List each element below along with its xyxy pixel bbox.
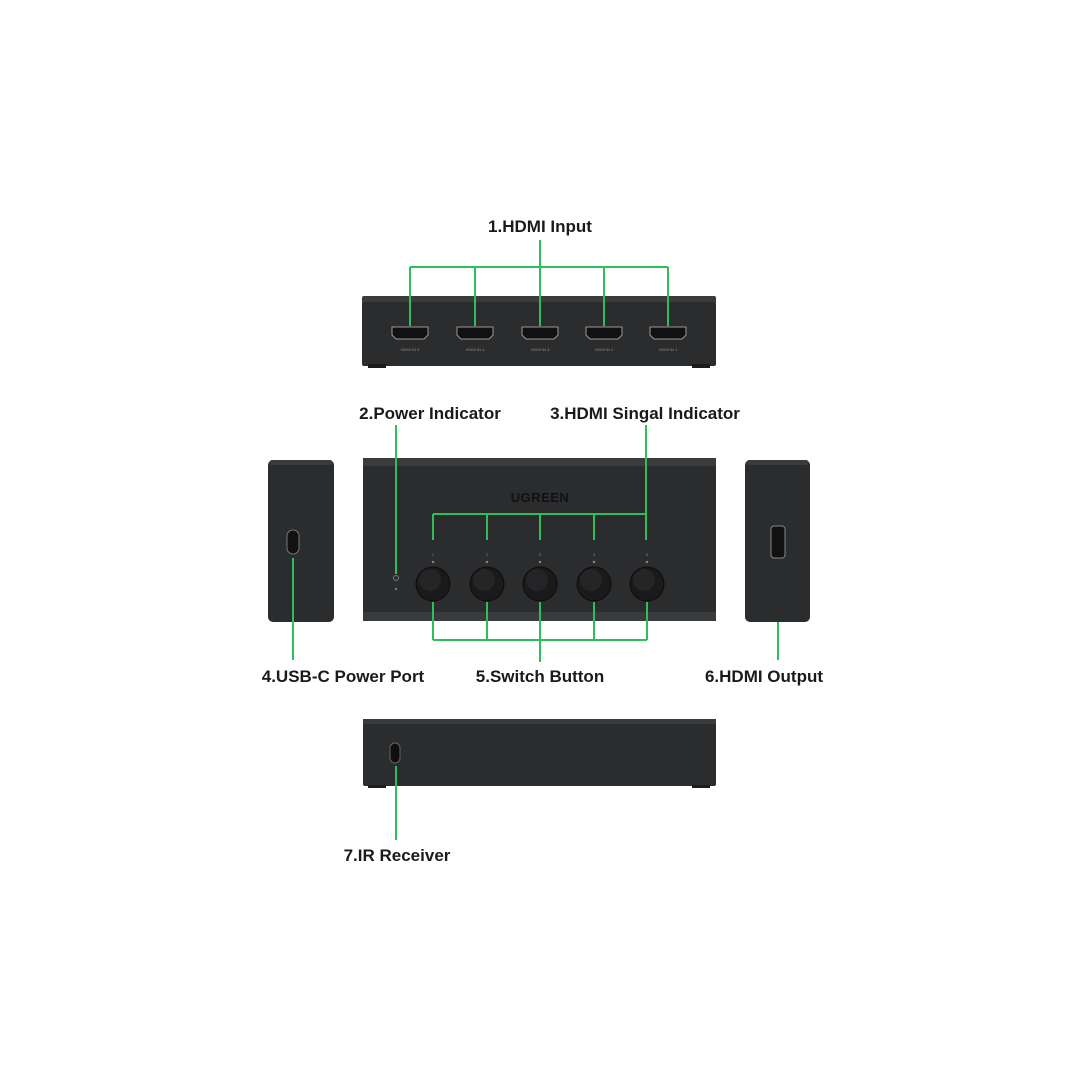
switch-button[interactable]: 3 <box>522 552 558 602</box>
hdmi-input-port: HDMI IN 2 <box>585 326 623 352</box>
signal-led-icon <box>592 560 596 564</box>
button-number: 4 <box>593 552 596 557</box>
hdmi-port-icon <box>456 326 494 340</box>
label-usbc-power: 4.USB-C Power Port <box>262 667 425 686</box>
hdmi-port-icon <box>521 326 559 340</box>
hdmi-input-port: HDMI IN 5 <box>391 326 429 352</box>
label-ir-receiver: 7.IR Receiver <box>344 846 451 865</box>
hdmi-input-port: HDMI IN 1 <box>649 326 687 352</box>
switch-button[interactable]: 4 <box>576 552 612 602</box>
hdmi-port-icon <box>649 326 687 340</box>
device-left-view <box>268 460 334 622</box>
usb-c-port-icon <box>286 529 300 555</box>
signal-led-icon <box>538 560 542 564</box>
label-signal-indicator: 3.HDMI Singal Indicator <box>550 404 740 423</box>
switch-button[interactable]: 2 <box>469 552 505 602</box>
label-hdmi-input: 1.HDMI Input <box>488 217 592 236</box>
label-hdmi-output: 6.HDMI Output <box>705 667 823 686</box>
callout-hdmi-input <box>409 240 669 326</box>
switch-button[interactable]: 1 <box>415 552 451 602</box>
button-number: 3 <box>539 552 542 557</box>
switch-button[interactable]: 5 <box>629 552 665 602</box>
hdmi-output-port-icon <box>770 525 786 559</box>
port-label: HDMI IN 5 <box>401 347 420 352</box>
signal-led-icon <box>431 560 435 564</box>
ir-receiver-icon <box>389 742 401 764</box>
port-label: HDMI IN 3 <box>531 347 550 352</box>
power-led-icon <box>393 575 399 581</box>
device-right-view <box>745 460 810 622</box>
device-ir-view <box>363 719 716 788</box>
button-number: 5 <box>646 552 649 557</box>
port-label: HDMI IN 2 <box>595 347 614 352</box>
signal-led-icon <box>645 560 649 564</box>
button-number: 2 <box>486 552 489 557</box>
hdmi-input-port: HDMI IN 3 <box>521 326 559 352</box>
label-switch-button: 5.Switch Button <box>476 667 604 686</box>
hdmi-port-icon <box>391 326 429 340</box>
label-power-indicator: 2.Power Indicator <box>359 404 501 423</box>
port-label: HDMI IN 4 <box>466 347 485 352</box>
hdmi-input-port: HDMI IN 4 <box>456 326 494 352</box>
button-number: 1 <box>432 552 435 557</box>
brand-logo: UGREEN <box>511 490 570 505</box>
hdmi-port-icon <box>585 326 623 340</box>
port-label: HDMI IN 1 <box>659 347 678 352</box>
signal-led-icon <box>485 560 489 564</box>
device-back-view: HDMI IN 5 HDMI IN 4 HDMI IN 3 HDMI IN 2 HDMI… <box>362 296 716 368</box>
